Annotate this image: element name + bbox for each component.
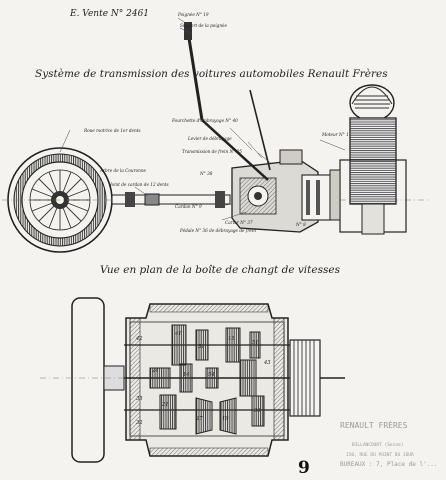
gear-31 (195, 329, 209, 361)
callout-joint: Joint de cardan de 12 dents (109, 182, 169, 187)
engine-block (329, 84, 407, 235)
gear-lever (184, 22, 271, 181)
callout-transmission: Transmission de frein N° 35 (182, 149, 242, 154)
label-41: 41 (174, 331, 182, 337)
gear-54 (205, 367, 219, 389)
label-31: 31 (198, 344, 205, 350)
plan-view: 41 42 18 51 43 24 31 14 54 21 27 19 30 3… (40, 297, 345, 463)
gear-51 (249, 331, 261, 359)
stamp-line3: 150, RUE DU POINT DU JOUR (346, 452, 414, 458)
label-18: 18 (228, 336, 235, 342)
callout-wheel: Roue motrice de 1er dents (83, 128, 141, 133)
gear-14 (179, 363, 193, 393)
label-42: 42 (135, 336, 143, 342)
label-14: 14 (183, 372, 190, 378)
label-51: 51 (252, 340, 259, 346)
stamp-line4: BUREAUX : 7, Place de l'... (340, 461, 438, 468)
label-24: 24 (151, 368, 159, 374)
gear-30 (251, 395, 265, 427)
drawing-subtitle: Vue en plan de la boîte de changt de vit… (100, 264, 341, 276)
gear-43 (239, 359, 257, 397)
output-drum (289, 339, 321, 417)
label-21: 21 (161, 402, 169, 408)
sheet-number: 9 (298, 458, 310, 478)
gearbox-housing (231, 149, 331, 233)
label-32: 32 (136, 420, 143, 426)
label-27: 27 (195, 416, 203, 422)
company-stamp: RENAULT FRÈRES BILLANCOURT (Seine) 150, … (340, 419, 438, 468)
side-view: Poignée N° 19 Support de la poignée Four… (2, 12, 430, 253)
flywheel-plan (71, 297, 105, 463)
callout-cardan: Cardan N° 9 (175, 204, 202, 209)
callout-pedal: Pédale N° 36 de débrayage de frein (179, 228, 256, 233)
callout-levier: Levier de débrayage (187, 136, 232, 141)
callout-leaders (59, 17, 346, 221)
stamp-line2: BILLANCOURT (Seine) (352, 442, 403, 448)
gear-19 (219, 397, 237, 435)
gear-18 (225, 327, 241, 363)
callout-shaft-left: Arbre de la Couronne (99, 168, 147, 173)
drawing-reference: E. Vente N° 2461 (69, 9, 149, 19)
gear-27 (195, 397, 213, 435)
callout-carter: Carter N° 37 (225, 220, 253, 225)
callout-engine: Moteur N° 1 (321, 132, 349, 137)
callout-no38: N° 38 (199, 171, 213, 176)
label-30: 30 (254, 408, 261, 414)
label-35: 35 (136, 396, 143, 402)
gear-24 (149, 367, 171, 389)
callout-lever: Poignée N° 19 (177, 12, 209, 17)
gear-21 (159, 394, 177, 430)
ring-gear-wheel (7, 147, 113, 253)
callout-no8: N° 8 (295, 222, 306, 227)
label-43: 43 (263, 360, 271, 366)
label-19: 19 (222, 416, 229, 422)
callout-clutch-fork: Fourchette d'embrayage N° 40 (171, 118, 238, 123)
gear-train (149, 324, 265, 435)
cardan-shaft (111, 191, 231, 208)
drawing-title: Système de transmission des voitures aut… (35, 68, 388, 80)
callout-lever-support: Support de la poignée (180, 23, 228, 28)
label-54: 54 (208, 372, 215, 378)
gear-41 (171, 324, 187, 366)
stamp-line1: RENAULT FRÈRES (340, 419, 408, 430)
